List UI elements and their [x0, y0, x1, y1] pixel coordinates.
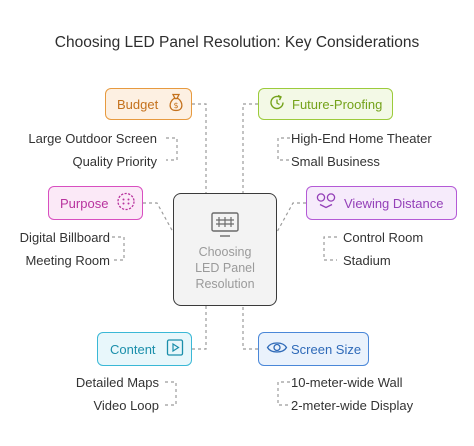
- node-budget-label: Budget: [117, 96, 159, 112]
- node-content-label: Content: [110, 341, 156, 357]
- viewing-item-1: Control Room: [343, 230, 424, 245]
- node-viewing-distance: Viewing Distance: [306, 186, 457, 220]
- central-topic: Choosing LED Panel Resolution: [173, 193, 277, 306]
- node-future-proofing: Future-Proofing: [258, 88, 393, 120]
- screen-item-1: 10-meter-wide Wall: [291, 375, 403, 390]
- target-icon: [116, 192, 136, 215]
- svg-text:$: $: [173, 101, 178, 110]
- budget-item-1: Large Outdoor Screen: [28, 131, 157, 146]
- node-purpose-label: Purpose: [60, 195, 109, 211]
- node-screen-size: Screen Size: [258, 332, 369, 366]
- future-item-2: Small Business: [291, 154, 380, 169]
- refresh-clock-icon: [267, 93, 287, 116]
- binoculars-icon: [315, 192, 337, 215]
- content-item-2: Video Loop: [93, 398, 159, 413]
- grid-monitor-icon: [210, 211, 240, 242]
- node-screen-size-label: Screen Size: [291, 341, 362, 357]
- eye-icon: [266, 340, 288, 359]
- purpose-item-2: Meeting Room: [25, 253, 110, 268]
- purpose-item-1: Digital Billboard: [19, 230, 110, 245]
- content-item-1: Detailed Maps: [75, 375, 159, 390]
- central-line-2: LED Panel: [195, 261, 255, 275]
- video-icon: [166, 339, 184, 360]
- future-item-1: High-End Home Theater: [291, 131, 432, 146]
- node-viewing-distance-label: Viewing Distance: [344, 195, 444, 211]
- node-future-proofing-label: Future-Proofing: [292, 96, 383, 112]
- central-line-3: Resolution: [195, 277, 255, 291]
- node-purpose: Purpose: [48, 186, 143, 220]
- budget-item-2: Quality Priority: [72, 154, 157, 169]
- central-line-1: Choosing: [198, 245, 252, 259]
- viewing-item-2: Stadium: [343, 253, 391, 268]
- screen-item-2: 2-meter-wide Display: [291, 398, 414, 413]
- node-budget: Budget $: [105, 88, 192, 120]
- money-bag-icon: $: [167, 93, 185, 116]
- diagram-title: Choosing LED Panel Resolution: Key Consi…: [54, 34, 420, 51]
- node-content: Content: [97, 332, 192, 366]
